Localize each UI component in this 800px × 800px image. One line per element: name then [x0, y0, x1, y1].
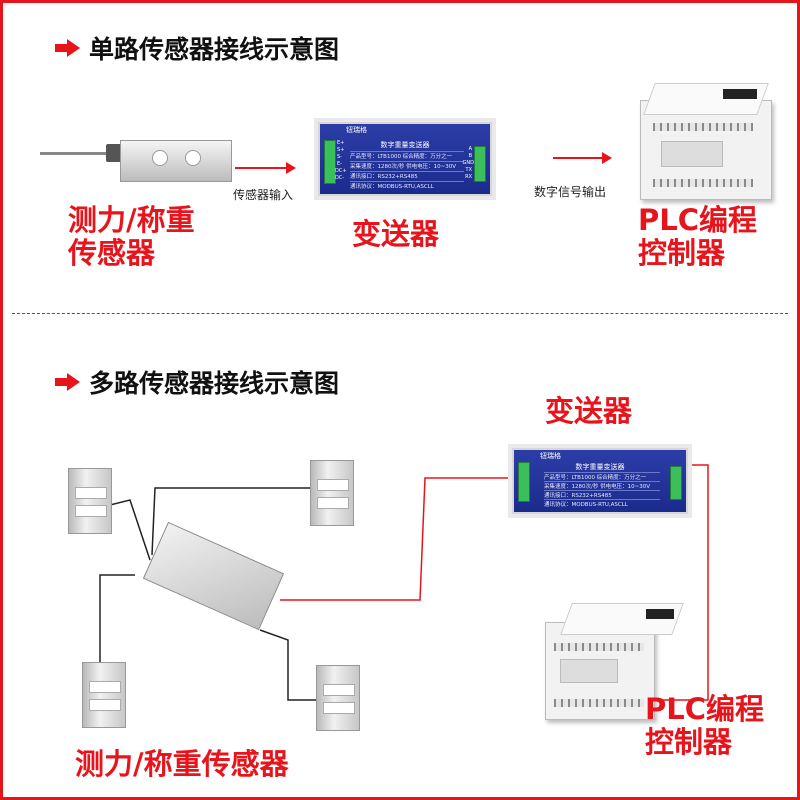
label-digital-output: 数字信号输出 — [534, 185, 607, 199]
wire-transmitter-to-plc — [640, 464, 709, 701]
s-load-cell-bottom-left — [82, 662, 126, 728]
s-load-cell-top-right — [310, 460, 354, 526]
transmitter-brand: 钮瑞格 — [346, 126, 367, 134]
transmitter-row-3: 通讯接口：RS232+RS485 — [350, 171, 464, 180]
arrow-transmitter-to-plc — [553, 152, 612, 164]
terminal-label: RX — [465, 174, 472, 180]
section2-title-text: 多路传感器接线示意图 — [89, 369, 340, 398]
red-arrow-icon — [55, 39, 81, 57]
beam-load-cell-image — [40, 130, 232, 190]
right-terminal-block — [670, 466, 682, 500]
s-load-cell-bottom-right — [316, 665, 360, 731]
transmitter-title: 数字重量变送器 — [380, 141, 430, 149]
wire-sensor-bottom-right — [259, 629, 320, 701]
s-load-cell-top-left — [68, 468, 112, 534]
transmitter-device-1: 钮瑞格 数字重量变送器 产品型号：LTB1000 综合精度：万分之一 采集速度：… — [318, 122, 492, 196]
transmitter-row-2: 采集速度：1280次/秒 供电电压：10~30V — [350, 161, 464, 170]
sensor-label-1-line1: 测力/称重 — [68, 203, 195, 237]
transmitter-label-1: 变送器 — [352, 217, 440, 251]
transmitter-row-1: 产品型号：LTB1000 综合精度：万分之一 — [350, 151, 464, 160]
terminal-label: TX — [465, 167, 472, 173]
transmitter-row-4: 通讯协议：MODBUS-RTU,ASCLL — [350, 181, 464, 190]
terminal-label: B — [468, 153, 472, 159]
arrow-sensor-to-transmitter — [235, 162, 296, 174]
plc-label-1: PLC编程 控制器 — [638, 204, 757, 270]
transmitter-row-3: 通讯接口：RS232+RS485 — [544, 490, 660, 499]
terminal-label: S- — [337, 154, 342, 160]
transmitter-label-2: 变送器 — [545, 394, 633, 428]
plc-controller-2 — [545, 603, 684, 720]
plc-label-2-line1: PLC编程 — [645, 692, 765, 726]
terminal-label: A — [468, 146, 472, 152]
sensor-label-1-line2: 传感器 — [68, 236, 156, 270]
terminal-label: DC- — [335, 175, 345, 181]
transmitter-row-2: 采集速度：1280次/秒 供电电压：10~30V — [544, 481, 660, 490]
wire-sensor-top-right — [151, 487, 318, 556]
left-terminal-block — [518, 462, 530, 502]
section-divider — [12, 313, 788, 314]
terminal-label: S+ — [337, 147, 345, 153]
section1-title: 单路传感器接线示意图 — [55, 30, 339, 66]
sensor-label-1: 测力/称重 传感器 — [68, 204, 195, 270]
terminal-label: GND — [462, 160, 474, 166]
transmitter-title: 数字重量变送器 — [575, 463, 625, 471]
transmitter-row-1: 产品型号：LTB1000 综合精度：万分之一 — [544, 472, 660, 481]
label-sensor-input: 传感器输入 — [233, 188, 294, 202]
terminal-label: E- — [337, 161, 342, 167]
red-arrow-icon — [55, 373, 81, 391]
transmitter-device-2: 钮瑞格 数字重量变送器 产品型号：LTB1000 综合精度：万分之一 采集速度：… — [512, 448, 688, 514]
plc-label-1-line2: 控制器 — [638, 236, 726, 270]
wire-sensor-top-left — [109, 499, 151, 561]
transmitter-brand: 钮瑞格 — [540, 452, 561, 460]
wire-junction-to-transmitter — [280, 477, 512, 601]
right-terminal-block — [474, 146, 486, 182]
sensor-label-2: 测力/称重传感器 — [75, 747, 289, 781]
transmitter-row-4: 通讯协议：MODBUS-RTU,ASCLL — [544, 499, 660, 508]
plc-label-2: PLC编程 控制器 — [645, 693, 764, 759]
left-terminal-block — [324, 140, 336, 184]
section2-title: 多路传感器接线示意图 — [55, 364, 339, 400]
plc-controller-1 — [640, 83, 772, 200]
plc-label-1-line1: PLC编程 — [638, 203, 758, 237]
plc-label-2-line2: 控制器 — [645, 725, 733, 759]
terminal-label: E+ — [337, 140, 345, 146]
terminal-label: DC+ — [335, 168, 347, 174]
section1-title-text: 单路传感器接线示意图 — [89, 35, 340, 64]
